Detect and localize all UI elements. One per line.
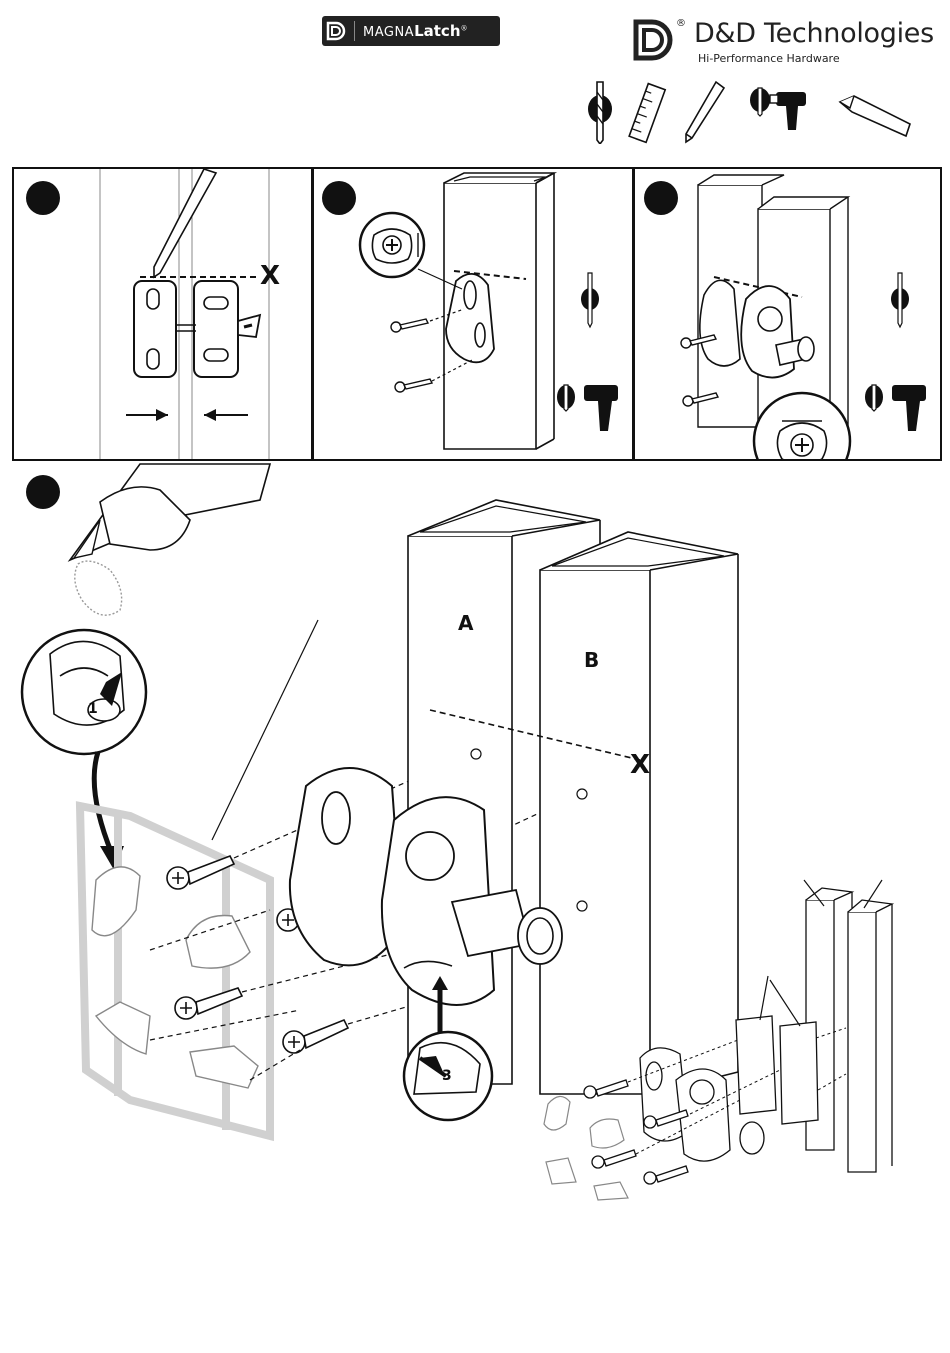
hand-with-knife-icon — [70, 464, 270, 615]
dd-technologies-icon — [632, 18, 676, 62]
step-4-illustration — [0, 460, 950, 1220]
drill-bit-icon — [588, 82, 612, 144]
height-mark-x-step4: X — [630, 750, 650, 780]
detail-1-label: 1 — [88, 701, 98, 717]
tape-measure-icon — [629, 84, 665, 143]
company-logo: ® D&D Technologies Hi-Performance Hardwa… — [632, 18, 942, 68]
step-1-illustration — [14, 169, 311, 459]
step-2-illustration — [314, 169, 632, 459]
logo-name: Latch — [414, 22, 460, 40]
step-3-illustration — [634, 169, 944, 459]
logo-prefix: MAGNA — [363, 25, 414, 40]
dd-logo-icon — [322, 16, 352, 46]
power-drill-icon — [750, 88, 806, 130]
post-b-label: B — [584, 648, 599, 672]
pencil-icon — [686, 82, 724, 142]
detail-3-label: 3 — [442, 1068, 452, 1084]
magnalatch-logo: MAGNALatch® — [322, 16, 500, 46]
company-name: D&D Technologies — [694, 18, 934, 49]
company-registered-mark: ® — [676, 18, 686, 29]
logo-trademark: ® — [461, 25, 469, 33]
magnalatch-wordmark: MAGNALatch® — [363, 22, 468, 40]
company-tagline: Hi-Performance Hardware — [698, 52, 840, 65]
post-a-label: A — [458, 611, 473, 635]
utility-knife-icon — [840, 96, 910, 136]
tools-row — [578, 78, 923, 144]
step-panels: X — [12, 167, 942, 461]
height-mark-x: X — [260, 261, 280, 291]
